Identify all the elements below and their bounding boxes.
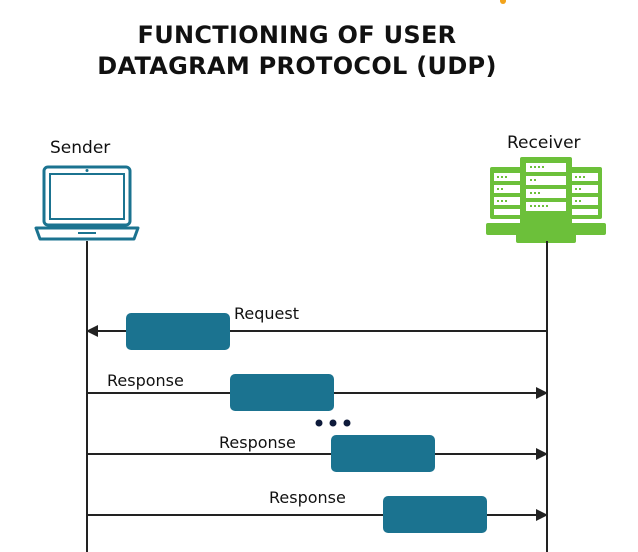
title-line-2: DATAGRAM PROTOCOL (UDP): [97, 52, 497, 80]
receiver-label: Receiver: [507, 133, 581, 153]
request-packet: [126, 313, 230, 350]
response-label-3: Response: [269, 488, 346, 507]
server-icon: [486, 157, 606, 243]
response-packet-2: [331, 435, 435, 472]
response-label-1: Response: [107, 371, 184, 390]
sender-lifeline: [86, 241, 88, 552]
response-label-2: Response: [219, 433, 296, 452]
response-arrow-2: [87, 448, 548, 460]
sender-label: Sender: [50, 138, 111, 158]
ellipsis-icon: [315, 419, 351, 427]
receiver-lifeline: [546, 241, 548, 552]
response-packet-3: [383, 496, 487, 533]
response-packet-1: [230, 374, 334, 411]
accent-mark: [500, 0, 506, 4]
request-label: Request: [234, 304, 299, 323]
title-line-1: FUNCTIONING OF USER: [137, 21, 457, 49]
laptop-icon: [34, 165, 140, 241]
diagram-title: FUNCTIONING OF USER DATAGRAM PROTOCOL (U…: [0, 20, 594, 82]
